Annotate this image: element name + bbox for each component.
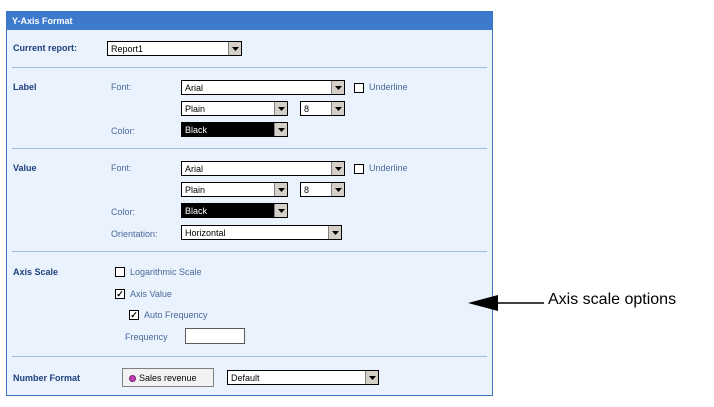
- value-size-select[interactable]: 8: [300, 182, 345, 197]
- value-style-value: Plain: [185, 185, 206, 195]
- value-style-select[interactable]: Plain: [181, 182, 288, 197]
- value-underline-label: Underline: [369, 163, 408, 173]
- label-underline-label: Underline: [369, 82, 408, 92]
- chevron-down-icon[interactable]: [274, 204, 287, 217]
- label-underline-checkbox[interactable]: [354, 83, 364, 93]
- value-orientation-label: Orientation:: [111, 229, 158, 239]
- axis-scale-heading: Axis Scale: [13, 267, 59, 277]
- current-report-label: Current report:: [13, 43, 78, 53]
- divider: [12, 67, 487, 68]
- value-color-value: Black: [185, 206, 208, 216]
- chevron-down-icon[interactable]: [331, 102, 344, 115]
- annotation-arrow-icon: [468, 295, 544, 311]
- value-font-select[interactable]: Arial: [181, 161, 345, 176]
- chevron-down-icon[interactable]: [331, 81, 344, 94]
- label-color-value: Black: [185, 125, 208, 135]
- current-report-value: Report1: [111, 44, 144, 54]
- dialog-title: Y-Axis Format: [7, 12, 492, 30]
- sales-revenue-button-label: Sales revenue: [139, 373, 197, 383]
- number-format-value: Default: [231, 373, 260, 383]
- number-format-select[interactable]: Default: [227, 370, 379, 385]
- frequency-input[interactable]: [185, 328, 245, 344]
- number-format-heading: Number Format: [13, 373, 81, 383]
- chevron-down-icon[interactable]: [274, 183, 287, 196]
- value-font-value: Arial: [185, 164, 204, 174]
- value-color-label: Color:: [111, 207, 136, 217]
- sales-revenue-button[interactable]: Sales revenue: [122, 368, 214, 387]
- divider: [12, 251, 487, 252]
- label-font-value: Arial: [185, 83, 204, 93]
- chevron-down-icon[interactable]: [228, 42, 241, 55]
- current-report-select[interactable]: Report1: [107, 41, 242, 56]
- logarithmic-scale-label: Logarithmic Scale: [130, 267, 202, 277]
- label-font-label: Font:: [111, 82, 132, 92]
- label-style-select[interactable]: Plain: [181, 101, 288, 116]
- label-size-select[interactable]: 8: [300, 101, 345, 116]
- chevron-down-icon[interactable]: [331, 183, 344, 196]
- divider: [12, 148, 487, 149]
- chevron-down-icon[interactable]: [328, 226, 341, 239]
- divider: [12, 356, 487, 357]
- frequency-label: Frequency: [125, 332, 168, 342]
- label-font-select[interactable]: Arial: [181, 80, 345, 95]
- value-section-heading: Value: [13, 163, 37, 173]
- label-style-value: Plain: [185, 104, 206, 114]
- label-color-label: Color:: [111, 126, 136, 136]
- auto-frequency-checkbox[interactable]: ✓: [129, 310, 139, 320]
- label-size-value: 8: [304, 104, 310, 114]
- measure-icon: [129, 375, 136, 382]
- chevron-down-icon[interactable]: [365, 371, 378, 384]
- annotation-label: Axis scale options: [548, 291, 677, 308]
- chevron-down-icon[interactable]: [274, 102, 287, 115]
- logarithmic-scale-checkbox[interactable]: [115, 267, 125, 277]
- value-orientation-value: Horizontal: [185, 228, 226, 238]
- value-font-label: Font:: [111, 163, 132, 173]
- label-section-heading: Label: [13, 82, 37, 92]
- axis-value-label: Axis Value: [130, 289, 172, 299]
- auto-frequency-label: Auto Frequency: [144, 310, 208, 320]
- axis-value-checkbox[interactable]: ✓: [115, 289, 125, 299]
- y-axis-format-dialog: Y-Axis Format Current report: Report1 La…: [6, 11, 493, 396]
- value-orientation-select[interactable]: Horizontal: [181, 225, 342, 240]
- chevron-down-icon[interactable]: [274, 123, 287, 136]
- chevron-down-icon[interactable]: [331, 162, 344, 175]
- value-color-select[interactable]: Black: [181, 203, 288, 218]
- value-underline-checkbox[interactable]: [354, 164, 364, 174]
- value-size-value: 8: [304, 185, 310, 195]
- label-color-select[interactable]: Black: [181, 122, 288, 137]
